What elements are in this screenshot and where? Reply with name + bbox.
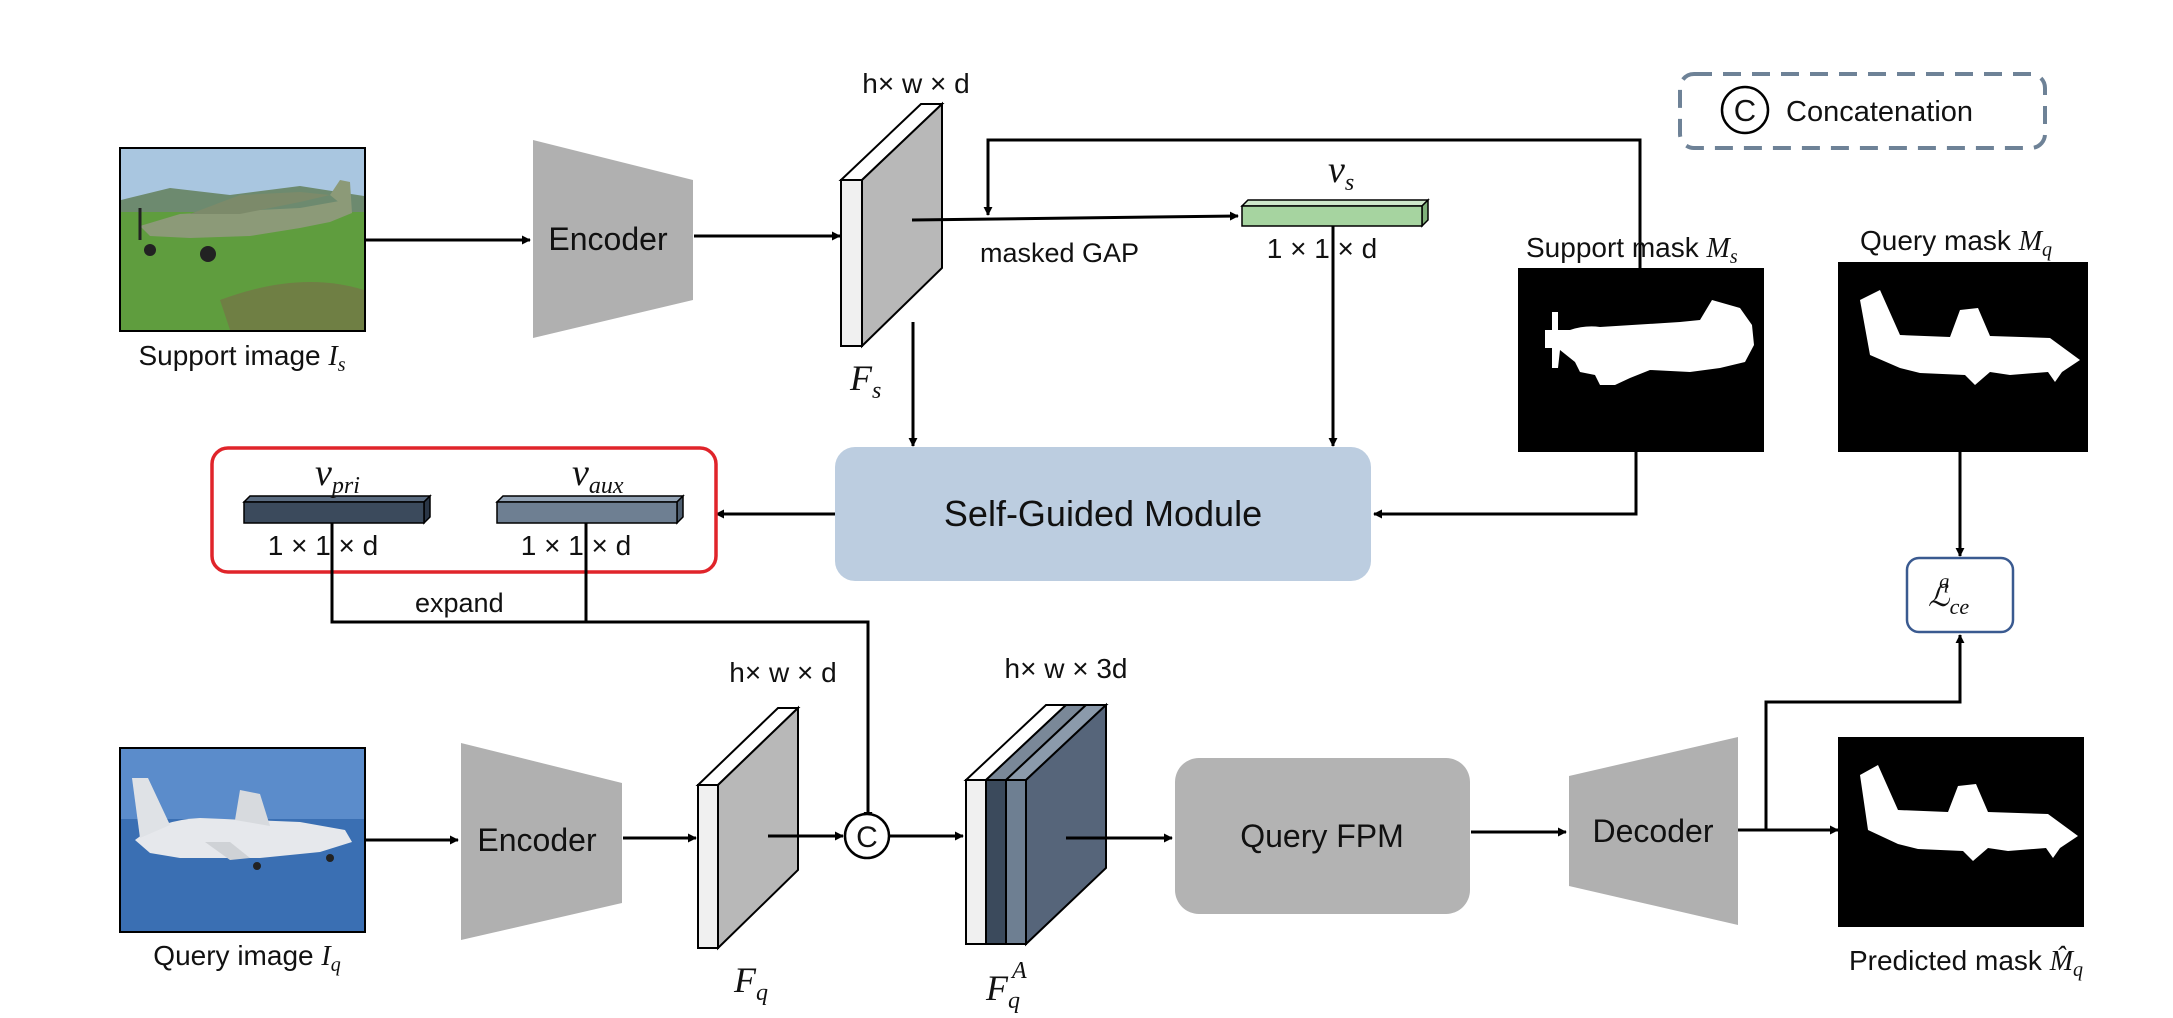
masked-gap-label: masked GAP bbox=[980, 238, 1139, 268]
predicted-mask-label: Predicted mask M̂q bbox=[1849, 945, 2083, 981]
vs-dims: 1 × 1 × d bbox=[1267, 233, 1378, 264]
vaux-label: vaux bbox=[572, 452, 624, 499]
fs-label: Fs bbox=[849, 358, 881, 404]
arrow-masked-gap bbox=[911, 211, 1239, 222]
arrow-support-mask-to-sgm bbox=[1373, 452, 1638, 519]
fq-label: Fq bbox=[733, 960, 768, 1006]
fs-dims: h× w × d bbox=[862, 68, 969, 99]
vpri-label: vpri bbox=[315, 452, 360, 499]
encoder-top-label: Encoder bbox=[548, 221, 668, 257]
vector-vaux bbox=[495, 494, 685, 525]
support-image bbox=[119, 147, 366, 332]
fqa-label: FqA bbox=[985, 958, 1027, 1014]
feature-block-fs bbox=[838, 101, 945, 349]
support-image-label: Support image Is bbox=[138, 340, 345, 376]
self-guided-module bbox=[835, 447, 1371, 581]
concat-symbol: C bbox=[856, 821, 878, 854]
line-vpri-expand bbox=[330, 523, 873, 821]
vs-label: vs bbox=[1328, 149, 1354, 196]
expand-label: expand bbox=[415, 588, 504, 618]
fq-dims: h× w × d bbox=[729, 657, 836, 688]
encoder-bottom bbox=[461, 743, 622, 940]
support-mask-image bbox=[1518, 268, 1764, 452]
self-guided-module-label: Self-Guided Module bbox=[944, 493, 1262, 534]
concat-legend-symbol: C bbox=[1734, 93, 1756, 128]
feature-block-fq bbox=[695, 705, 801, 951]
legend-box bbox=[1678, 72, 2047, 150]
vector-vs bbox=[1240, 198, 1430, 228]
prototype-box bbox=[210, 446, 718, 574]
fqa-dims: h× w × 3d bbox=[1005, 653, 1128, 684]
decoder-label: Decoder bbox=[1593, 813, 1714, 849]
vpri-dims: 1 × 1 × d bbox=[268, 530, 379, 561]
encoder-top bbox=[533, 140, 693, 338]
loss-label: ℒceq bbox=[1928, 571, 1969, 619]
query-image-label: Query image Iq bbox=[153, 940, 340, 976]
query-fpm-label: Query FPM bbox=[1240, 818, 1404, 854]
loss-box bbox=[1905, 556, 2015, 634]
legend-label: Concatenation bbox=[1786, 96, 1973, 128]
line-support-mask-to-fs bbox=[983, 138, 1642, 272]
feature-block-fqa bbox=[963, 702, 1109, 947]
query-fpm bbox=[1175, 758, 1470, 914]
decoder bbox=[1569, 737, 1738, 925]
vaux-dims: 1 × 1 × d bbox=[521, 530, 632, 561]
query-mask-image bbox=[1838, 262, 2088, 452]
concat-legend-icon bbox=[1720, 85, 1770, 135]
arrow-decoder-to-loss bbox=[1764, 634, 1965, 830]
query-mask-label: Query mask Mq bbox=[1860, 225, 2052, 261]
query-image bbox=[119, 747, 366, 933]
predicted-mask-image bbox=[1838, 737, 2084, 927]
legend: C Concatenation bbox=[1678, 72, 2047, 150]
support-mask-label: Support mask Ms bbox=[1526, 232, 1738, 268]
encoder-bottom-label: Encoder bbox=[477, 822, 597, 858]
vector-vpri bbox=[242, 494, 432, 525]
